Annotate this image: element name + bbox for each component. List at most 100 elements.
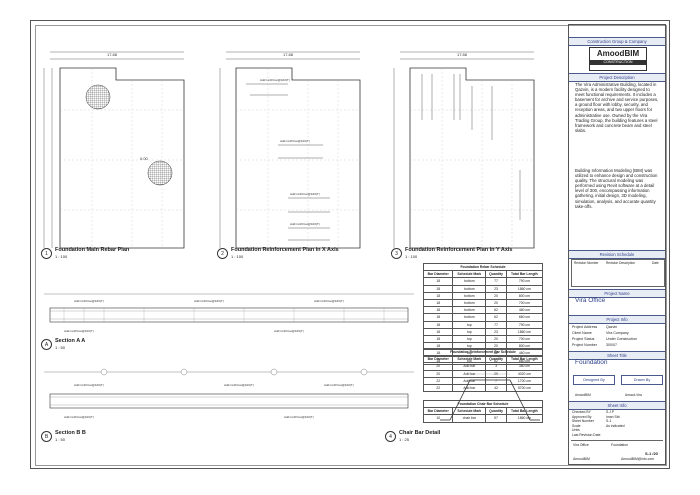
table-cell: 18 (422, 320, 454, 329)
project-description: Building Information Modeling (BIM) was … (575, 168, 658, 209)
info-value: As indicated (606, 423, 625, 428)
info-key: Units (572, 428, 580, 433)
info-key: Last Revision Date (572, 432, 601, 437)
table-cell: bottom (452, 277, 487, 286)
table-cell: 18 (422, 334, 454, 344)
section-header: Project Name (569, 289, 665, 298)
table-cell: 18 (422, 313, 454, 322)
drawing-scale: 1 : 100 (55, 254, 68, 259)
drawing-scale: 1 : 25 (399, 437, 410, 442)
table-cell: 20 (485, 334, 507, 344)
rebar-note: Add:1x40 bar@100(T) (224, 383, 254, 387)
info-value: 300/07 (606, 343, 617, 347)
table-cell: bottom (452, 306, 487, 315)
info-key: Client Name (572, 331, 592, 335)
drawn-by-label: Drawn By (621, 375, 663, 385)
table-cell: 62 (485, 313, 507, 322)
rebar-note: Add:1x40 bar@100(T) (64, 329, 94, 333)
info-key: Checked BY (572, 410, 591, 414)
logo-text: AmoodBIM (596, 49, 640, 58)
table-cell: 22 (422, 383, 454, 393)
table-cell: top (452, 334, 487, 344)
info-row: Sheet Number S-1 (572, 419, 662, 424)
table-cell: 18 (422, 306, 454, 315)
table-cell: 23 (485, 327, 507, 336)
info-row: Project Status Under Construction (572, 336, 662, 342)
revision-table: Revision Number Revision Description Dat… (571, 259, 665, 287)
info-key: Project Status (572, 337, 595, 341)
table-cell: 22 (422, 376, 454, 385)
info-key: Project Number (572, 343, 597, 347)
footer-sheet-title: Foundation (611, 443, 628, 447)
drawing-number: 2 (217, 248, 228, 259)
col-header: Schedule Mark (452, 270, 487, 279)
table-cell: 660 cm (505, 313, 544, 322)
col-header: Bar Diameter (422, 355, 454, 364)
footer-sheet-number: S-1 /20 (645, 451, 658, 456)
col-header: Quantity (485, 355, 507, 364)
table-cell: 20 (485, 291, 507, 300)
table-cell: 10 (422, 414, 454, 423)
foundation-reinforcement-plan-x: Add:1x40 bar@100(T) Add:1x40 bar@100(T) … (219, 51, 361, 249)
reinforcement-schedule-table: Foundation Reinforcement Bar Schedule Ba… (422, 347, 544, 393)
table-cell: top (452, 327, 487, 336)
schedule-title: Foundation Chair Bar Schedule (423, 399, 543, 409)
info-key: Sheet Number (572, 419, 594, 424)
section-header: Revision Schedule (569, 250, 665, 259)
drawing-title: Chair Bar Detail (399, 430, 441, 436)
drawing-scale: 1 : 50 (55, 345, 66, 350)
info-value: S-1 (606, 419, 612, 424)
table-cell: 700 cm (505, 334, 544, 344)
col-header: Quantity (485, 407, 507, 416)
table-cell: 1860 cm (505, 327, 544, 336)
rebar-note: Add:1x40 bar@100(T) (260, 78, 290, 82)
table-cell: 460 cm (505, 306, 544, 315)
foundation-reinforcement-plan-y: 17.88 (393, 51, 535, 249)
col-header: Total Bar Length (505, 355, 544, 364)
table-cell: 23 (485, 284, 507, 293)
table-cell: 3 (485, 362, 507, 371)
rebar-note: Add:1x40 bar@100(T) (324, 383, 354, 387)
table-cell: 20 (422, 362, 454, 371)
rebar-note: Add:1x40 bar@100(T) (290, 192, 320, 196)
footer-site: AmoodBIM (573, 457, 590, 461)
col-header: Bar Diameter (422, 270, 454, 279)
title-block-footer: Vira Office Foundation S-1 /20 AmoodBIM … (571, 440, 663, 463)
info-row: Scale As indicated (572, 424, 662, 429)
table-cell: 18 (422, 291, 454, 300)
rebar-note: Add:1x40 bar@100(T) (274, 329, 304, 333)
section-header: Project Description (569, 73, 665, 82)
section-header: Sheet Info (569, 401, 665, 410)
table-cell: 1700 cm (505, 376, 544, 385)
drawing-number: 1 (41, 248, 52, 259)
rebar-note: Add:1x40 bar@100(T) (284, 415, 314, 419)
logo-subtext: CONSTRUCTION (590, 60, 646, 65)
drawing-title: Section A A (55, 338, 86, 344)
info-key: Scale (572, 423, 581, 428)
col-header: Bar Diameter (422, 407, 454, 416)
section-marker: A (41, 339, 52, 350)
info-row: Last Revision Date (572, 433, 662, 438)
table-cell: 5700 cm (505, 383, 544, 393)
table-cell: 790 cm (505, 320, 544, 329)
rebar-note: Add:1x40 bar@100(T) (74, 383, 104, 387)
drawer-name: Amood-Vira (625, 393, 642, 397)
drawing-title: Foundation Reinforcement Plan in X Axis (231, 247, 339, 253)
section-marker: B (41, 431, 52, 442)
table-cell: 77 (485, 320, 507, 329)
table-cell: bottom (452, 313, 487, 322)
table-cell: 18 (422, 284, 454, 293)
company-logo: AmoodBIM CONSTRUCTION (589, 47, 647, 71)
info-key: Approved By (572, 414, 592, 419)
table-cell: 62 (485, 306, 507, 315)
table-cell: 42 (485, 383, 507, 393)
info-value: Under Construction (606, 337, 637, 341)
section-header: Project Info (569, 315, 665, 324)
